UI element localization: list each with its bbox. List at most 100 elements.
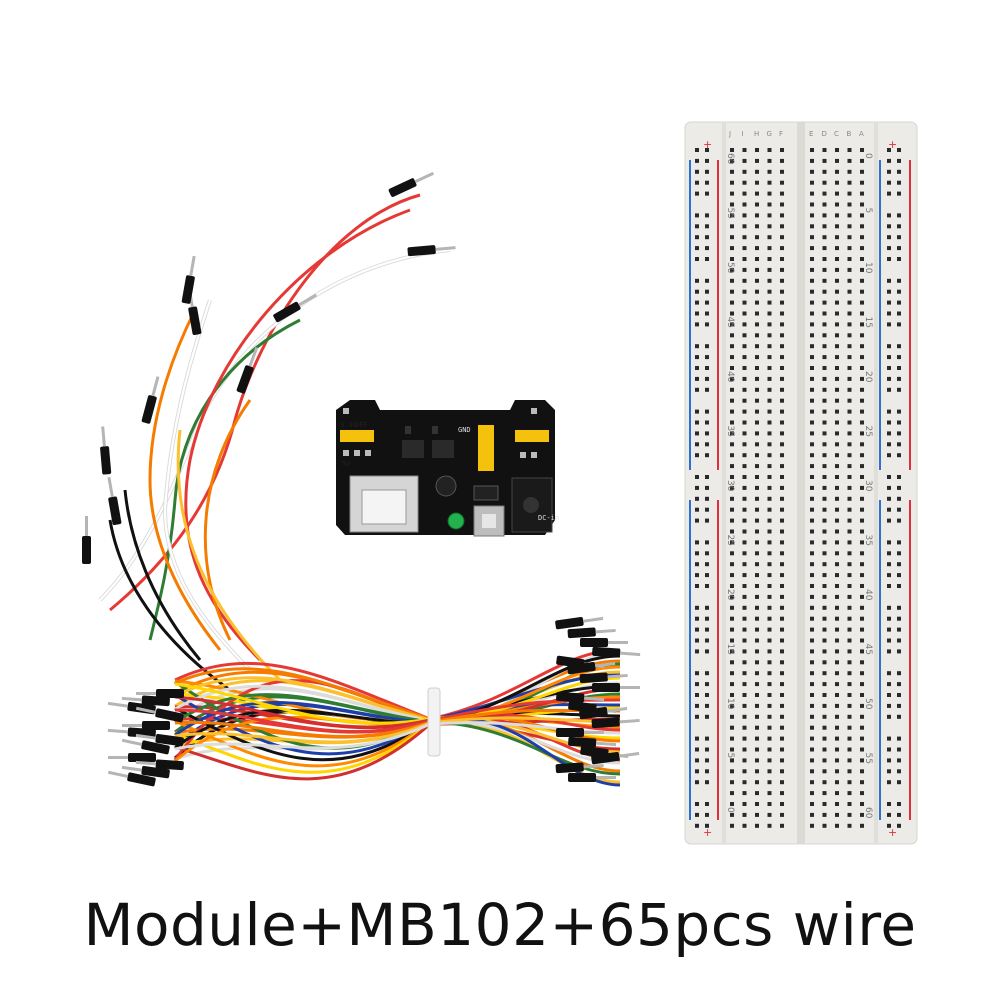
breadboard-hole xyxy=(767,747,772,752)
breadboard-hole xyxy=(847,322,852,327)
breadboard-hole xyxy=(780,703,784,708)
label-dcin: DC-in xyxy=(538,514,559,522)
breadboard-hole xyxy=(755,409,759,414)
breadboard-hole xyxy=(755,213,759,218)
breadboard-hole xyxy=(742,780,747,785)
breadboard-hole xyxy=(847,747,852,752)
breadboard-hole xyxy=(742,420,747,425)
row-number: 30 xyxy=(863,480,873,492)
breadboard-hole xyxy=(730,812,734,817)
breadboard-hole xyxy=(780,311,784,316)
rail-hole xyxy=(897,682,901,687)
breadboard-hole xyxy=(822,605,827,610)
breadboard-hole xyxy=(847,289,852,294)
breadboard-hole xyxy=(810,791,814,796)
column-letter: B xyxy=(847,130,852,138)
breadboard-hole xyxy=(835,344,839,349)
wire-pin xyxy=(107,727,156,739)
breadboard-hole xyxy=(767,180,772,185)
breadboard-hole xyxy=(822,594,827,599)
breadboard-hole xyxy=(730,453,734,458)
rail-hole xyxy=(705,714,709,719)
rail-hole xyxy=(887,289,891,294)
rail-hole xyxy=(897,442,901,447)
breadboard-hole xyxy=(780,387,784,392)
breadboard-hole xyxy=(780,529,784,534)
breadboard-hole xyxy=(755,682,759,687)
breadboard-hole xyxy=(730,158,734,163)
breadboard-hole xyxy=(810,638,814,643)
rail-hole xyxy=(897,387,901,392)
breadboard-hole xyxy=(780,376,784,381)
breadboard-hole xyxy=(755,387,759,392)
breadboard-hole xyxy=(755,507,759,512)
breadboard-hole xyxy=(780,333,784,338)
row-number: 20 xyxy=(725,589,735,601)
breadboard-hole xyxy=(810,649,814,654)
rail-hole xyxy=(705,518,709,523)
breadboard-hole xyxy=(767,649,772,654)
jumper-wire xyxy=(148,318,301,641)
breadboard-hole xyxy=(860,246,864,251)
breadboard-hole xyxy=(767,551,772,556)
breadboard-hole xyxy=(742,344,747,349)
row-number: 10 xyxy=(725,698,735,710)
rail-hole xyxy=(695,191,699,196)
row-number: 40 xyxy=(725,371,735,383)
breadboard-hole xyxy=(730,235,734,240)
breadboard-hole xyxy=(847,573,852,578)
wire-pin xyxy=(100,426,112,475)
mb102-breadboard: + + + + 60555045403530252015105005101520… xyxy=(684,121,918,845)
rail-hole xyxy=(705,638,709,643)
breadboard-hole xyxy=(810,660,814,665)
breadboard-hole xyxy=(742,573,747,578)
breadboard-hole xyxy=(755,235,759,240)
breadboard-hole xyxy=(780,540,784,545)
breadboard-hole xyxy=(755,725,759,730)
breadboard-hole xyxy=(810,148,814,152)
breadboard-hole xyxy=(767,823,772,828)
breadboard-hole xyxy=(767,714,772,719)
rail-hole xyxy=(705,736,709,741)
row-number: 50 xyxy=(725,262,735,274)
breadboard-hole xyxy=(742,529,747,534)
rail-hole xyxy=(887,671,891,676)
breadboard-hole xyxy=(847,169,852,174)
breadboard-hole xyxy=(742,355,747,360)
wire-pin xyxy=(273,293,318,323)
breadboard-hole xyxy=(742,758,747,763)
rail-hole xyxy=(695,376,699,381)
rail-hole xyxy=(887,638,891,643)
breadboard-hole xyxy=(822,627,827,632)
breadboard-hole xyxy=(835,758,839,763)
breadboard-hole xyxy=(755,257,759,261)
breadboard-hole xyxy=(780,246,784,251)
rail-hole xyxy=(897,453,901,458)
breadboard-hole xyxy=(810,344,814,349)
breadboard-hole xyxy=(822,758,827,763)
breadboard-hole xyxy=(860,213,864,218)
breadboard-hole xyxy=(767,148,772,152)
breadboard-hole xyxy=(730,257,734,261)
breadboard-hole xyxy=(847,202,852,207)
breadboard-hole xyxy=(780,431,784,436)
rail-hole xyxy=(695,747,699,752)
breadboard-hole xyxy=(742,693,747,697)
breadboard-hole xyxy=(767,660,772,665)
rail-hole xyxy=(705,387,709,392)
breadboard-hole xyxy=(742,562,747,567)
breadboard-hole xyxy=(767,780,772,785)
breadboard-hole xyxy=(742,802,747,806)
label-3v3: 3.3V xyxy=(340,421,358,429)
breadboard-hole xyxy=(810,627,814,632)
breadboard-hole xyxy=(755,475,759,479)
rail-hole xyxy=(897,703,901,708)
wire-pin xyxy=(592,683,640,692)
breadboard-hole xyxy=(755,703,759,708)
breadboard-hole xyxy=(742,823,747,828)
rail-hole xyxy=(705,355,709,360)
breadboard-hole xyxy=(810,191,814,196)
wire-pin xyxy=(121,738,170,755)
breadboard-hole xyxy=(822,682,827,687)
breadboard-hole xyxy=(730,311,734,316)
